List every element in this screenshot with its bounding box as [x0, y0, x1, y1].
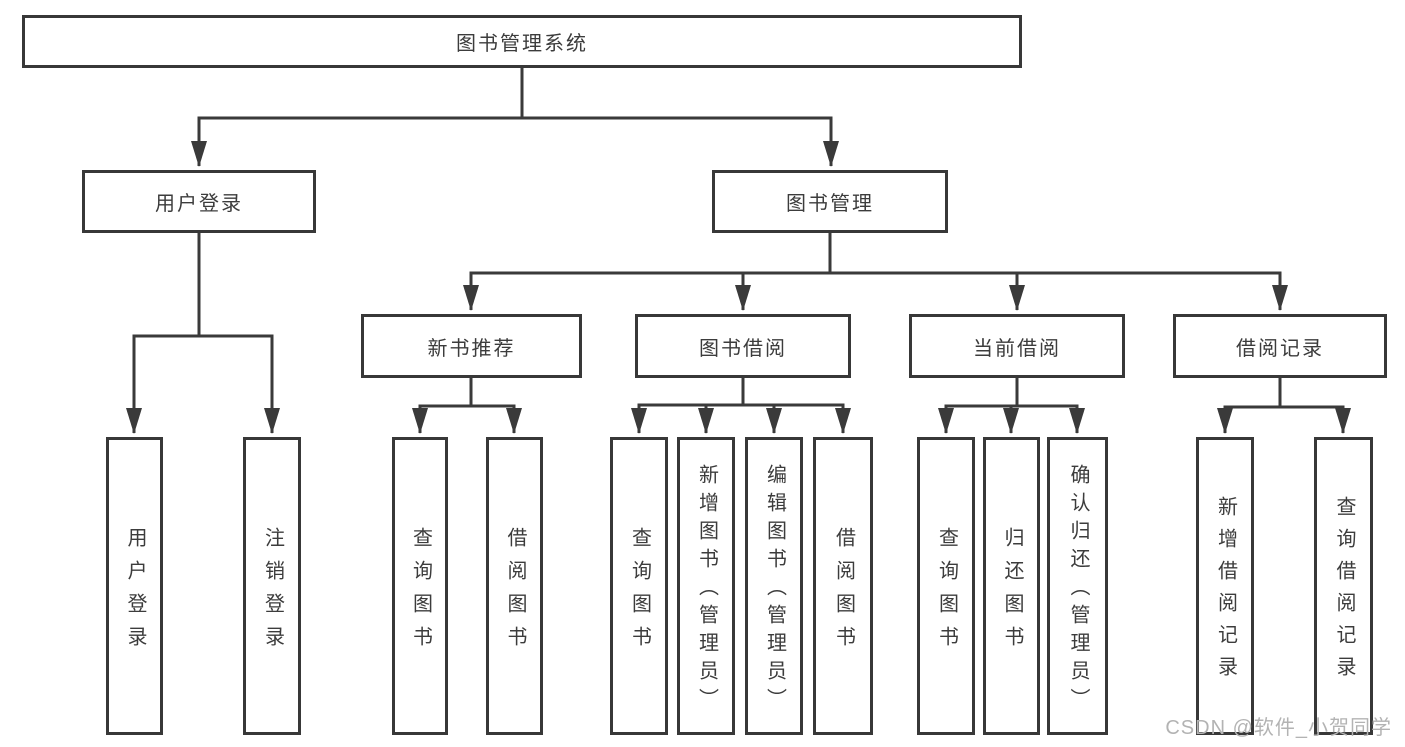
leaf-current-query-book: 查询图书: [917, 437, 975, 735]
leaf-return-book-label: 归还图书: [1001, 526, 1023, 659]
leaf-logout: 注销登录: [243, 437, 301, 735]
leaf-confirm-return-admin: 确认归还（管理员）: [1047, 437, 1108, 735]
connector-new-book-recommend: [412, 378, 522, 434]
node-book-borrow: 图书借阅: [635, 314, 851, 378]
leaf-add-borrow-record: 新增借阅记录: [1196, 437, 1254, 735]
leaf-logout-label: 注销登录: [261, 526, 284, 659]
connector-borrow-records: [1217, 378, 1351, 434]
leaf-user-login: 用户登录: [106, 437, 163, 735]
node-user-login: 用户登录: [82, 170, 316, 233]
leaf-query-borrow-record: 查询借阅记录: [1314, 437, 1373, 735]
node-new-book-recommend: 新书推荐: [361, 314, 582, 378]
node-user-login-label: 用户登录: [155, 193, 243, 215]
watermark: CSDN @软件_小贺同学: [1165, 717, 1392, 739]
leaf-borrow-book: 借阅图书: [813, 437, 873, 735]
leaf-recommend-borrow-book-label: 借阅图书: [504, 526, 526, 659]
leaf-borrow-book-label: 借阅图书: [832, 526, 855, 659]
node-book-management-label: 图书管理: [786, 193, 874, 215]
leaf-current-query-book-label: 查询图书: [935, 526, 958, 659]
node-borrow-records-label: 借阅记录: [1236, 337, 1324, 360]
leaf-borrow-query-book-label: 查询图书: [628, 526, 651, 659]
leaf-add-book-admin: 新增图书（管理员）: [677, 437, 735, 735]
node-root-system: 图书管理系统: [22, 15, 1022, 68]
node-current-borrow-label: 当前借阅: [973, 337, 1061, 360]
leaf-return-book: 归还图书: [983, 437, 1040, 735]
node-new-book-recommend-label: 新书推荐: [427, 337, 516, 360]
node-current-borrow: 当前借阅: [909, 314, 1125, 378]
leaf-query-borrow-record-label: 查询借阅记录: [1333, 496, 1355, 688]
connector-book-borrow: [631, 378, 851, 434]
leaf-recommend-query-book-label: 查询图书: [409, 526, 432, 659]
connector-root: [191, 68, 839, 167]
leaf-user-login-label: 用户登录: [124, 526, 146, 659]
leaf-confirm-return-admin-label: 确认归还（管理员）: [1067, 464, 1089, 716]
leaf-add-book-admin-label: 新增图书（管理员）: [695, 464, 718, 716]
node-root-system-label: 图书管理系统: [456, 33, 588, 55]
leaf-edit-book-admin-label: 编辑图书（管理员）: [763, 464, 786, 716]
leaf-recommend-borrow-book: 借阅图书: [486, 437, 543, 735]
leaf-edit-book-admin: 编辑图书（管理员）: [745, 437, 803, 735]
connector-user-login: [126, 233, 280, 434]
connector-book-management: [463, 233, 1288, 311]
node-book-borrow-label: 图书借阅: [699, 337, 787, 360]
connector-current-borrow: [938, 378, 1085, 434]
leaf-add-borrow-record-label: 新增借阅记录: [1214, 496, 1237, 688]
leaf-borrow-query-book: 查询图书: [610, 437, 668, 735]
node-book-management: 图书管理: [712, 170, 948, 233]
leaf-recommend-query-book: 查询图书: [392, 437, 448, 735]
node-borrow-records: 借阅记录: [1173, 314, 1387, 378]
